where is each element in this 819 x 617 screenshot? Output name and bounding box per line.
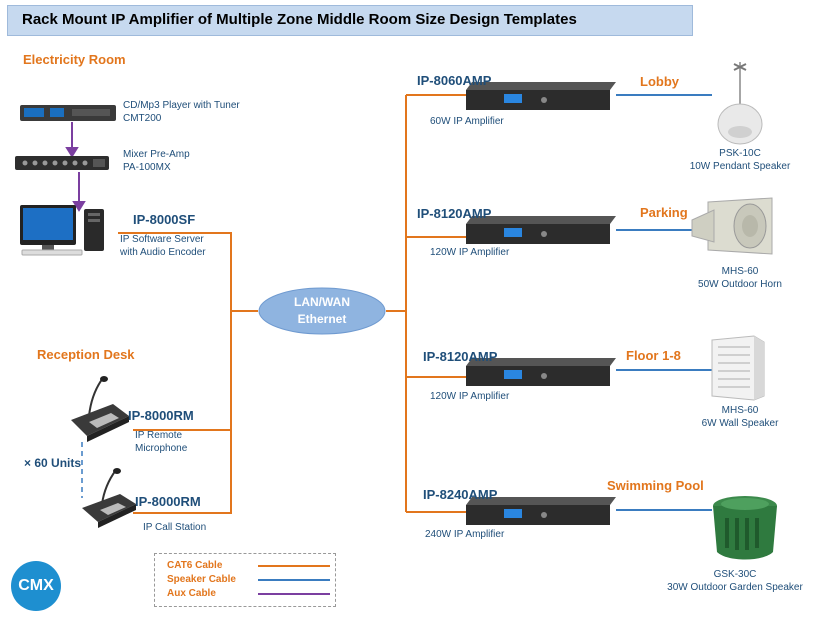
speaker-3-label: MHS-60 6W Wall Speaker xyxy=(701,405,779,429)
amplifier-3-model: IP-8120AMP xyxy=(423,349,498,364)
pendant-speaker-icon xyxy=(717,62,763,145)
speaker-4-label: GSK-30C 30W Outdoor Garden Speaker xyxy=(667,569,803,593)
zone-parking-label: Parking xyxy=(640,205,688,220)
garden-speaker-icon xyxy=(713,496,777,560)
speaker-2-label: MHS-60 50W Outdoor Horn xyxy=(698,266,782,290)
call-station-desc: IP Call Station xyxy=(143,522,207,533)
zone-pool-label: Swimming Pool xyxy=(607,478,704,493)
cd-player-label: CD/Mp3 Player with Tuner CMT200 xyxy=(123,100,240,124)
remote-mic-model: IP-8000RM xyxy=(128,408,194,423)
amplifier-2-desc: 120W IP Amplifier xyxy=(430,247,510,258)
amplifier-2-model: IP-8120AMP xyxy=(417,206,492,221)
electricity-room-label: Electricity Room xyxy=(23,52,126,67)
speaker-1-label: PSK-10C 10W Pendant Speaker xyxy=(689,148,791,172)
legend-aux-label: Aux Cable xyxy=(167,588,216,599)
wall-speaker-icon xyxy=(711,335,765,401)
server-desc: IP Software Server with Audio Encoder xyxy=(120,234,206,258)
call-station-icon xyxy=(82,468,136,528)
horn-speaker-icon xyxy=(691,197,773,255)
legend-speaker-label: Speaker Cable xyxy=(167,574,236,585)
legend-cat6-label: CAT6 Cable xyxy=(167,560,223,571)
amplifier-2-device xyxy=(466,216,616,244)
cd-player-device xyxy=(20,105,116,121)
computer-icon xyxy=(20,205,104,256)
mixer-label: Mixer Pre-Amp PA-100MX xyxy=(123,149,190,173)
cmx-logo: CMX xyxy=(11,561,61,611)
title-bar xyxy=(7,5,693,36)
cat6-cables xyxy=(118,94,472,514)
zone-lobby-label: Lobby xyxy=(640,74,679,89)
call-station-model: IP-8000RM xyxy=(135,494,201,509)
zone-floor-label: Floor 1-8 xyxy=(626,348,681,363)
amplifier-3-device xyxy=(466,358,616,386)
legend-box xyxy=(154,553,336,607)
amplifier-4-desc: 240W IP Amplifier xyxy=(425,529,505,540)
remote-mic-desc: IP Remote Microphone xyxy=(135,430,188,454)
page-title: Rack Mount IP Amplifier of Multiple Zone… xyxy=(22,11,577,28)
mixer-device xyxy=(15,156,109,170)
amplifier-1-model: IP-8060AMP xyxy=(417,73,492,88)
units-count: × 60 Units xyxy=(24,456,82,470)
amplifier-1-desc: 60W IP Amplifier xyxy=(430,116,504,127)
server-model: IP-8000SF xyxy=(133,212,196,227)
speaker-cables xyxy=(616,94,712,511)
amplifier-1-device xyxy=(466,82,616,110)
reception-desk-label: Reception Desk xyxy=(37,347,135,362)
amplifier-4-model: IP-8240AMP xyxy=(423,487,498,502)
amplifier-4-device xyxy=(466,497,616,525)
network-label: LAN/WAN Ethernet xyxy=(294,295,350,326)
remote-microphone-icon xyxy=(71,376,129,442)
aux-cables xyxy=(65,122,86,212)
network-cloud xyxy=(258,287,386,335)
amplifier-3-desc: 120W IP Amplifier xyxy=(430,391,510,402)
